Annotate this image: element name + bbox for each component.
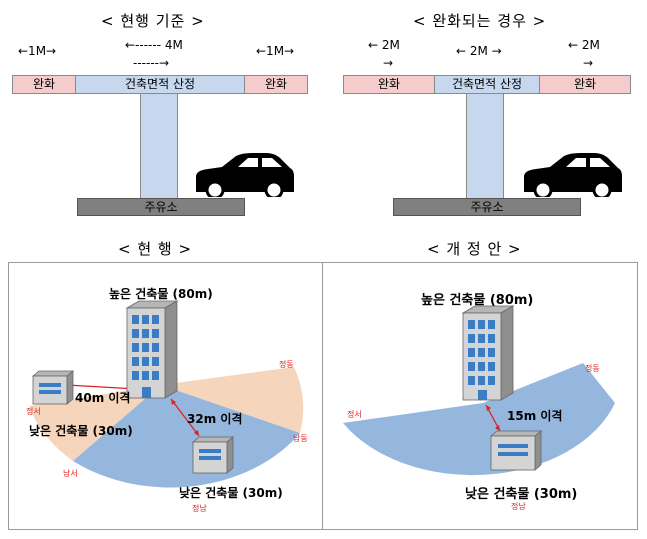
gas-station-base: 주유소 — [393, 198, 581, 216]
building-area-zone: 건축면적 산정 — [76, 75, 244, 94]
current-rule-panel: 높은 건축물 (80m) 40m 이격 32m 이격 낮은 건축물 (30m) … — [8, 262, 323, 530]
low-building-label-1: 낮은 건축물 (30m) — [29, 424, 133, 438]
dir-south: 정남 — [511, 502, 526, 511]
dim-center: ← 2M → — [456, 44, 502, 58]
distance-arrow-2b — [194, 430, 199, 436]
gas-station-base: 주유소 — [77, 198, 245, 216]
canopy-column — [140, 94, 178, 198]
distance-label-1: 40m 이격 — [75, 391, 131, 405]
car-wheel-rear — [592, 180, 612, 197]
distance-arrow-b — [495, 425, 500, 431]
bottom-left-title: < 현 행 > — [118, 240, 193, 258]
shadow-diagram — [343, 305, 615, 476]
dim-right: ← 2M — [568, 38, 600, 52]
shadow-diagram — [29, 300, 304, 488]
car-window-rear — [262, 158, 282, 167]
distance-label-2: 32m 이격 — [187, 412, 243, 426]
top-left-title: < 현행 기준 > — [101, 12, 205, 30]
distance-line-1 — [66, 384, 138, 390]
car-wheel-front — [205, 180, 225, 197]
relief-zone-left: 완화 — [12, 75, 76, 94]
car-wheel-rear — [264, 180, 284, 197]
dir-east: 정동 — [585, 364, 600, 373]
distance-arrow-a — [486, 405, 491, 411]
car-wheel-front — [533, 180, 553, 197]
distance-line-2 — [170, 398, 200, 437]
car-icon — [196, 153, 294, 197]
car-icon — [524, 153, 622, 197]
low-building-icon-1 — [31, 370, 75, 405]
tall-building-icon — [125, 300, 179, 399]
shadow-blue — [343, 363, 615, 476]
distance-arrow-2a — [171, 399, 176, 405]
bottom-right-title: < 개 정 안 > — [427, 240, 522, 258]
canopy-column — [466, 94, 504, 198]
distance-label: 15m 이격 — [507, 409, 563, 423]
low-building-icon-2 — [191, 436, 235, 474]
dim-left-arrow: → — [383, 56, 394, 70]
car-window-front — [238, 158, 258, 167]
car-window-rear — [590, 158, 610, 167]
dim-center-arrow: ------→ — [133, 56, 170, 70]
low-building-label-2: 낮은 건축물 (30m) — [179, 486, 283, 500]
tall-building-icon — [461, 305, 515, 401]
tall-building-label: 높은 건축물 (80m) — [109, 287, 213, 301]
dir-east: 정동 — [279, 360, 294, 369]
dim-center: ←------ 4M — [125, 38, 183, 52]
dir-southeast: 남동 — [293, 434, 308, 443]
dim-left: ←1M→ — [18, 44, 57, 58]
relief-zone-right: 완화 — [244, 75, 308, 94]
relief-zone-left: 완화 — [343, 75, 435, 94]
shadow-peach — [29, 367, 304, 461]
dim-left: ← 2M — [368, 38, 400, 52]
dim-right-arrow: → — [583, 56, 594, 70]
top-right-title: < 완화되는 경우 > — [413, 12, 547, 30]
low-building-label: 낮은 건축물 (30m) — [465, 487, 578, 502]
tall-building-label: 높은 건축물 (80m) — [421, 293, 534, 308]
amendment-panel: 높은 건축물 (80m) 15m 이격 낮은 건축물 (30m) 정서 정동 정… — [322, 262, 638, 530]
shadow-blue — [73, 385, 300, 488]
relief-zone-right: 완화 — [539, 75, 631, 94]
dir-west: 정서 — [26, 407, 41, 416]
dir-west: 정서 — [347, 410, 362, 419]
dir-southwest: 남서 — [63, 469, 78, 478]
car-window-front — [566, 158, 586, 167]
dim-right: ←1M→ — [256, 44, 295, 58]
low-building-icon — [489, 430, 543, 471]
dir-south: 정남 — [192, 504, 207, 513]
building-area-zone: 건축면적 산정 — [435, 75, 539, 94]
